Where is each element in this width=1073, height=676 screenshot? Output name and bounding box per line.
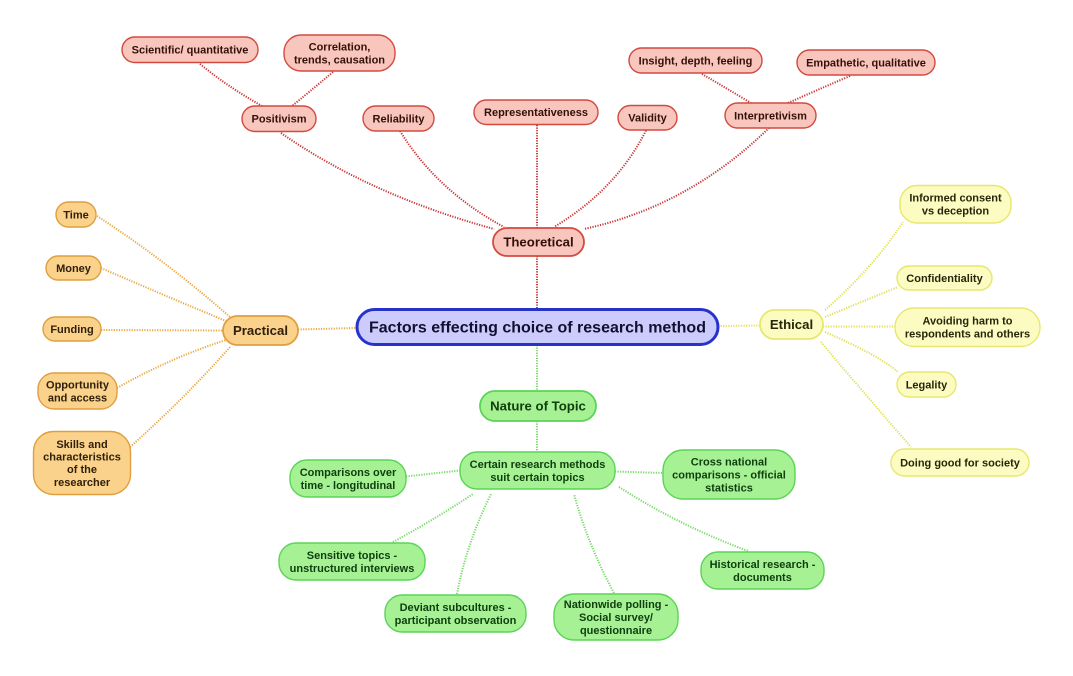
svg-text:Reliability: Reliability: [373, 113, 426, 125]
svg-text:documents: documents: [733, 572, 792, 584]
svg-text:Skills and: Skills and: [56, 439, 107, 451]
svg-text:Ethical: Ethical: [770, 317, 813, 332]
svg-text:Social survey/: Social survey/: [579, 612, 653, 624]
svg-text:Avoiding harm to: Avoiding harm to: [922, 316, 1012, 328]
svg-text:Doing good for society: Doing good for society: [900, 457, 1021, 469]
svg-text:Money: Money: [56, 263, 92, 275]
svg-text:Sensitive topics -: Sensitive topics -: [307, 550, 398, 562]
svg-text:Funding: Funding: [50, 324, 93, 336]
svg-text:Insight, depth, feeling: Insight, depth, feeling: [639, 55, 753, 67]
svg-text:Practical: Practical: [233, 323, 288, 338]
svg-text:Time: Time: [63, 209, 88, 221]
svg-text:trends, causation: trends, causation: [294, 54, 385, 66]
svg-text:Nationwide polling -: Nationwide polling -: [564, 599, 669, 611]
svg-text:Legality: Legality: [906, 379, 948, 391]
svg-text:questionnaire: questionnaire: [580, 625, 652, 637]
svg-text:Empathetic, qualitative: Empathetic, qualitative: [806, 57, 926, 69]
svg-text:Comparisons over: Comparisons over: [300, 467, 397, 479]
svg-text:Scientific/ quantitative: Scientific/ quantitative: [132, 45, 249, 57]
svg-text:researcher: researcher: [54, 477, 111, 489]
svg-text:comparisons - official: comparisons - official: [672, 469, 786, 481]
svg-text:Interpretivism: Interpretivism: [734, 110, 807, 122]
svg-text:Certain research methods: Certain research methods: [470, 459, 606, 471]
svg-text:Validity: Validity: [628, 113, 667, 125]
svg-text:of the: of the: [67, 464, 97, 476]
svg-text:time - longitudinal: time - longitudinal: [301, 480, 396, 492]
svg-text:suit certain topics: suit certain topics: [490, 472, 584, 484]
svg-text:Confidentiality: Confidentiality: [906, 273, 983, 285]
svg-text:participant observation: participant observation: [395, 615, 517, 627]
svg-text:and access: and access: [48, 392, 107, 404]
svg-text:Informed consent: Informed consent: [909, 193, 1002, 205]
svg-text:Nature of Topic: Nature of Topic: [490, 399, 586, 414]
svg-text:Opportunity: Opportunity: [46, 379, 110, 391]
svg-text:respondents and others: respondents and others: [905, 329, 1030, 341]
svg-text:vs deception: vs deception: [922, 206, 990, 218]
svg-text:Historical research -: Historical research -: [710, 559, 816, 571]
svg-text:Theoretical: Theoretical: [503, 235, 573, 250]
svg-text:Correlation,: Correlation,: [309, 41, 371, 53]
svg-text:Factors effecting choice of re: Factors effecting choice of research met…: [369, 320, 706, 337]
svg-text:Deviant subcultures -: Deviant subcultures -: [400, 602, 512, 614]
svg-text:statistics: statistics: [705, 482, 753, 494]
svg-text:Cross national: Cross national: [691, 456, 767, 468]
svg-text:Positivism: Positivism: [251, 114, 306, 126]
svg-text:unstructured interviews: unstructured interviews: [290, 563, 415, 575]
svg-text:characteristics: characteristics: [43, 452, 121, 464]
svg-text:Representativeness: Representativeness: [484, 107, 588, 119]
